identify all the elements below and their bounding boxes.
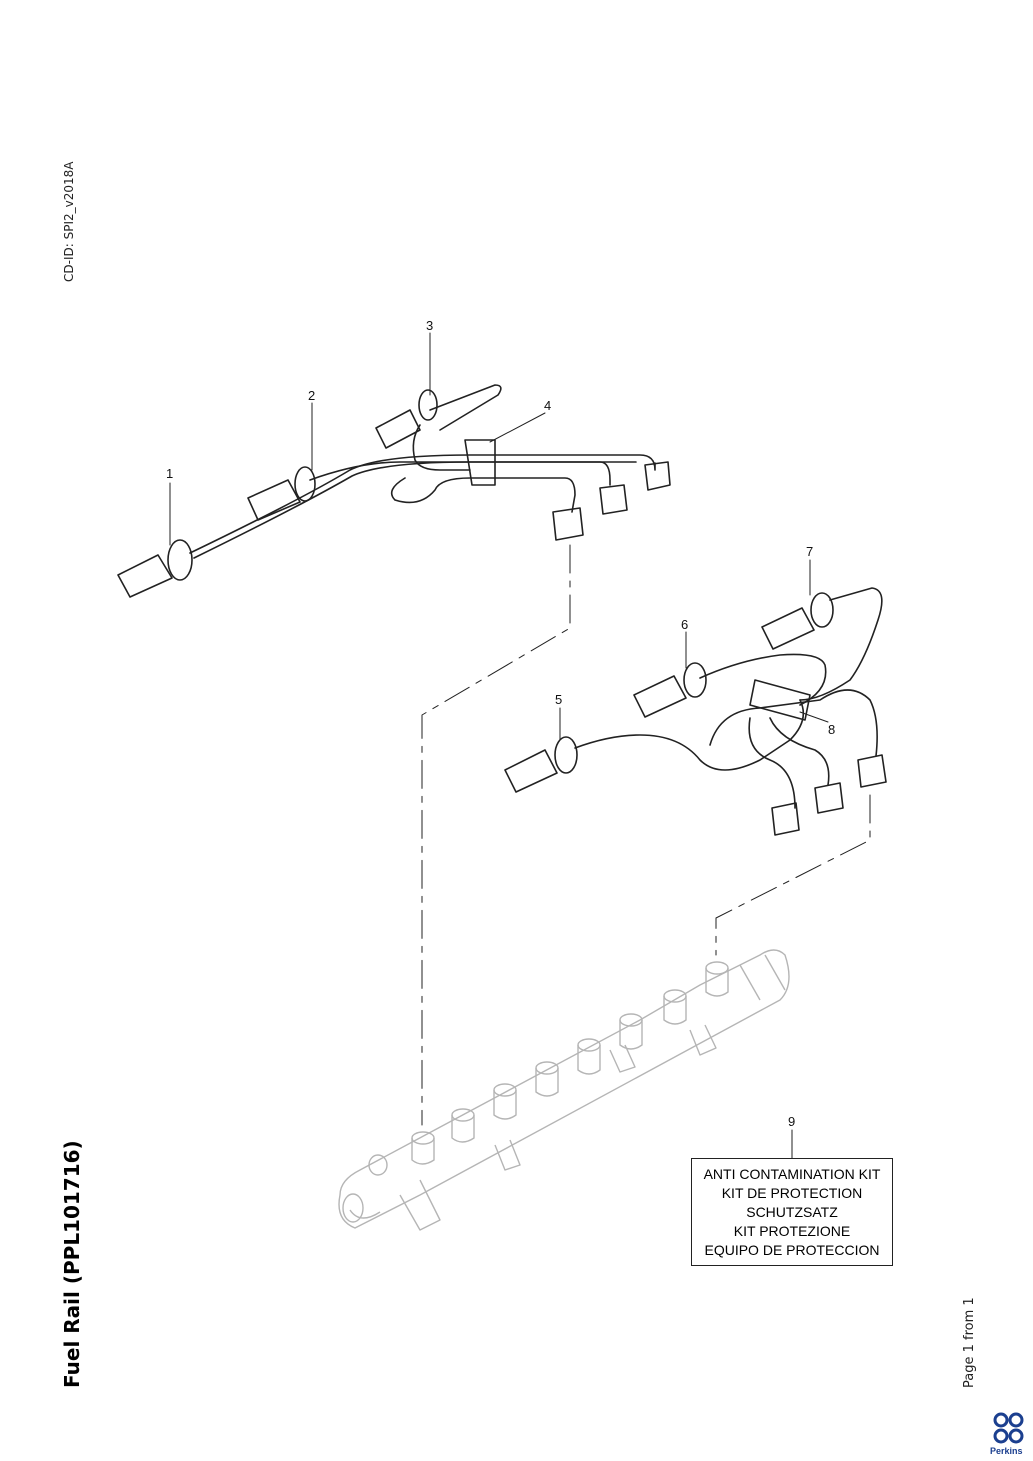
callout-4: 4 (544, 398, 551, 413)
callout-9: 9 (788, 1114, 795, 1129)
callout-1: 1 (166, 466, 173, 481)
brand-name: Perkins (990, 1446, 1023, 1456)
lower-pipe-assembly (504, 587, 887, 836)
callout-3: 3 (426, 318, 433, 333)
upper-pipe-assembly (117, 384, 671, 598)
anti-contamination-kit-label: ANTI CONTAMINATION KIT KIT DE PROTECTION… (691, 1158, 893, 1266)
callout-numbers: 1 2 3 4 5 6 7 8 9 (166, 318, 835, 1129)
assembly-dashed-lines (421, 544, 871, 1126)
kit-label-line: SCHUTZSATZ (746, 1204, 838, 1220)
kit-label-line: KIT DE PROTECTION (721, 1185, 863, 1201)
kit-label-line: ANTI CONTAMINATION KIT (703, 1166, 881, 1182)
callout-5: 5 (555, 692, 562, 707)
kit-label-line: EQUIPO DE PROTECCION (704, 1242, 880, 1258)
fuel-rail (338, 949, 790, 1231)
callout-8: 8 (828, 722, 835, 737)
perkins-logo-icon (993, 1412, 1024, 1444)
perkins-logo: Perkins (990, 1410, 1028, 1458)
kit-label-line: KIT PROTEZIONE (733, 1223, 851, 1239)
callout-6: 6 (681, 617, 688, 632)
leader-lines (169, 332, 829, 1159)
callout-2: 2 (308, 388, 315, 403)
callout-7: 7 (806, 544, 813, 559)
